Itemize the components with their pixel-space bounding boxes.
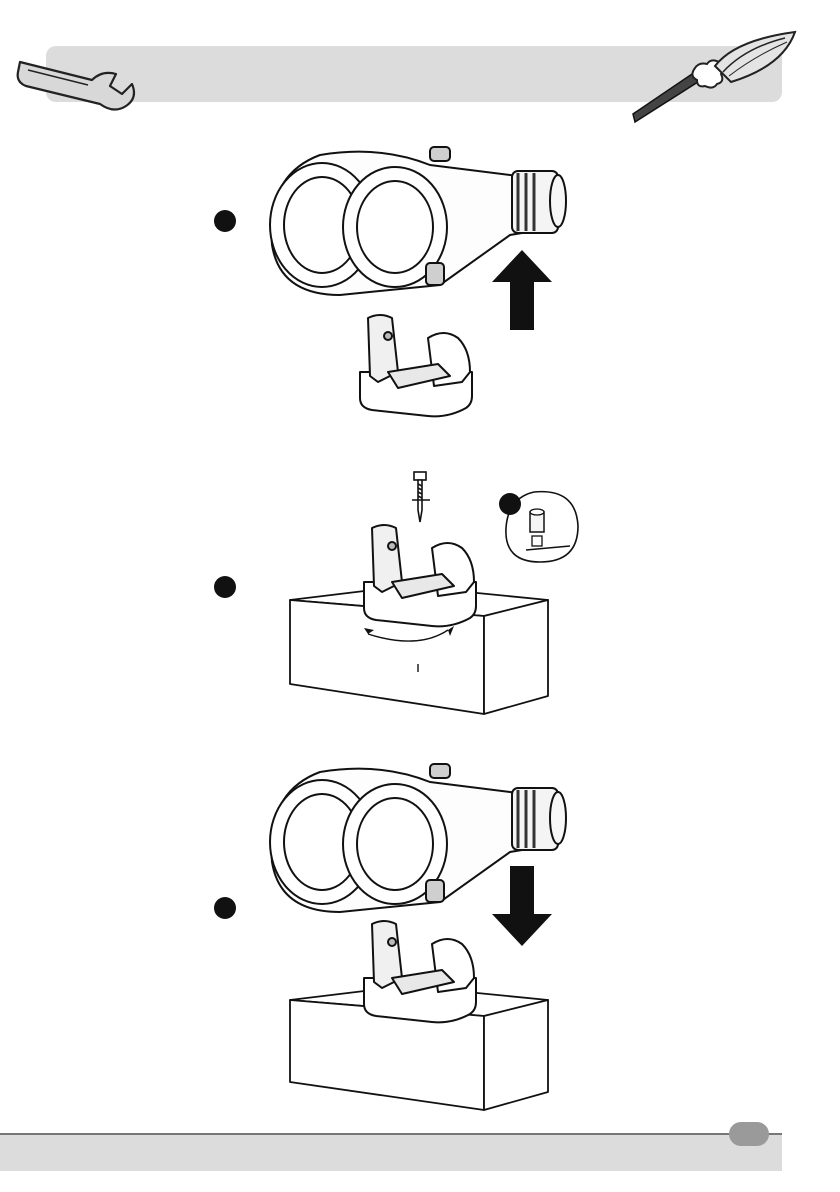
page-number-badge [729, 1122, 769, 1146]
step-2-dot [214, 576, 236, 598]
mount-bracket-step-2 [362, 522, 482, 628]
arrow-up-icon [490, 250, 554, 330]
step-3-dot [214, 897, 236, 919]
mount-bracket-step-1 [358, 312, 478, 417]
step-1-dot [214, 210, 236, 232]
wrench-icon [14, 40, 154, 115]
screw-icon [410, 470, 432, 526]
footer-bar [0, 1135, 782, 1171]
screwdriver-icon [625, 26, 805, 126]
arrow-down-icon [490, 866, 554, 946]
detail-dot [499, 493, 521, 515]
mount-bracket-step-3 [362, 918, 482, 1024]
